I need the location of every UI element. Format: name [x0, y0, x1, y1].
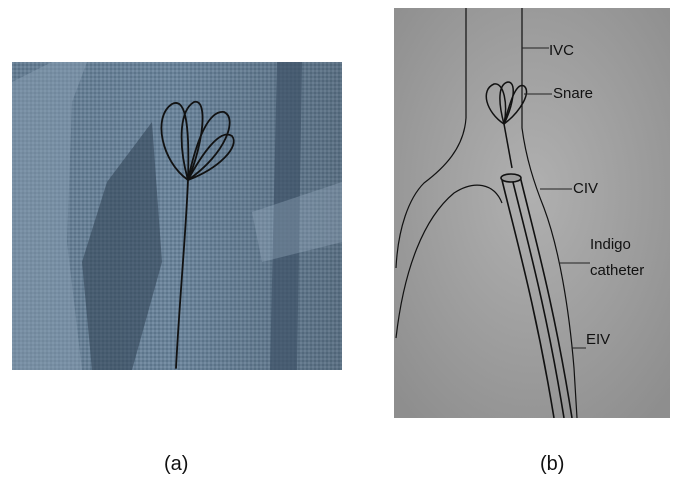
ivc-label: IVC [549, 42, 574, 59]
panel-a-caption: (a) [164, 453, 188, 476]
indigo-label: Indigo [590, 236, 631, 253]
civ-label: CIV [573, 180, 598, 197]
catheter-label: catheter [590, 262, 644, 279]
xray-schematic-panel [394, 8, 670, 418]
eiv-label: EIV [586, 331, 610, 348]
snare-photo-panel [12, 62, 342, 370]
panel-b-caption: (b) [540, 453, 564, 476]
snare-label: Snare [553, 85, 593, 102]
